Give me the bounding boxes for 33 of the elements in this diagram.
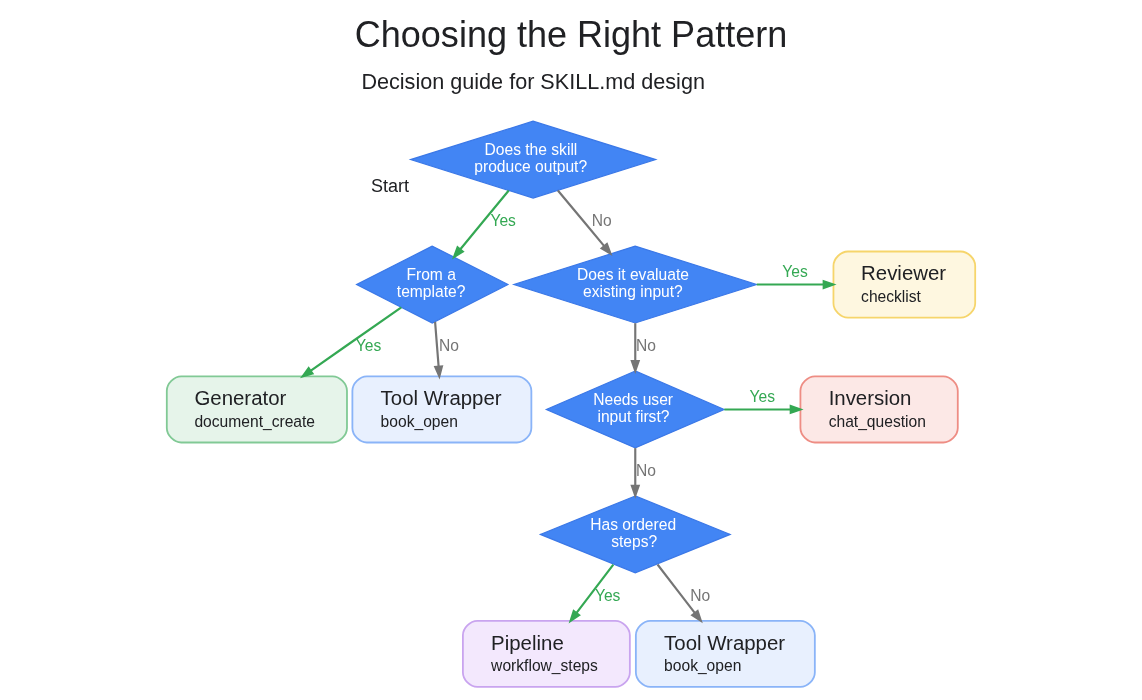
node-label: Start — [371, 176, 410, 197]
arrow — [630, 448, 641, 499]
node-box: Generator document_create — [165, 375, 348, 444]
node-diamond: Does it evaluate existing input? — [511, 245, 759, 324]
edge-label: No — [690, 586, 711, 604]
edge-label: Yes — [594, 586, 621, 604]
node-box: Tool Wrapper book_open — [634, 619, 816, 688]
arrow — [433, 321, 444, 380]
arrow — [756, 279, 837, 290]
edge-label: No — [636, 337, 657, 355]
node-diamond: Does the skill produce output? — [408, 120, 658, 199]
node-diamond: Needs user input first? — [544, 370, 726, 449]
edge-label: Yes — [782, 262, 808, 280]
arrow — [656, 563, 703, 624]
arrow — [724, 404, 804, 415]
node-box: Reviewer checklist — [832, 250, 977, 319]
node-box: Pipeline workflow_steps — [462, 619, 631, 688]
arrow — [557, 189, 613, 257]
arrow — [630, 323, 641, 374]
edge-label: Yes — [749, 387, 776, 405]
arrow — [300, 306, 402, 379]
edge-label: No — [439, 337, 460, 355]
label: Decision guide for SKILL.md design — [361, 69, 705, 95]
diagram-title: Choosing the Right Pattern — [354, 13, 788, 55]
node-box: Tool Wrapper book_open — [351, 375, 533, 444]
edge-label: No — [636, 462, 657, 479]
node-diamond: Has ordered steps? — [538, 495, 732, 574]
edge-label: No — [591, 212, 612, 230]
arrow — [568, 563, 615, 624]
edge-label: Yes — [490, 212, 516, 230]
node-box: Inversion chat_question — [799, 375, 959, 444]
arrow — [452, 189, 510, 260]
edge-label: Yes — [355, 337, 382, 355]
